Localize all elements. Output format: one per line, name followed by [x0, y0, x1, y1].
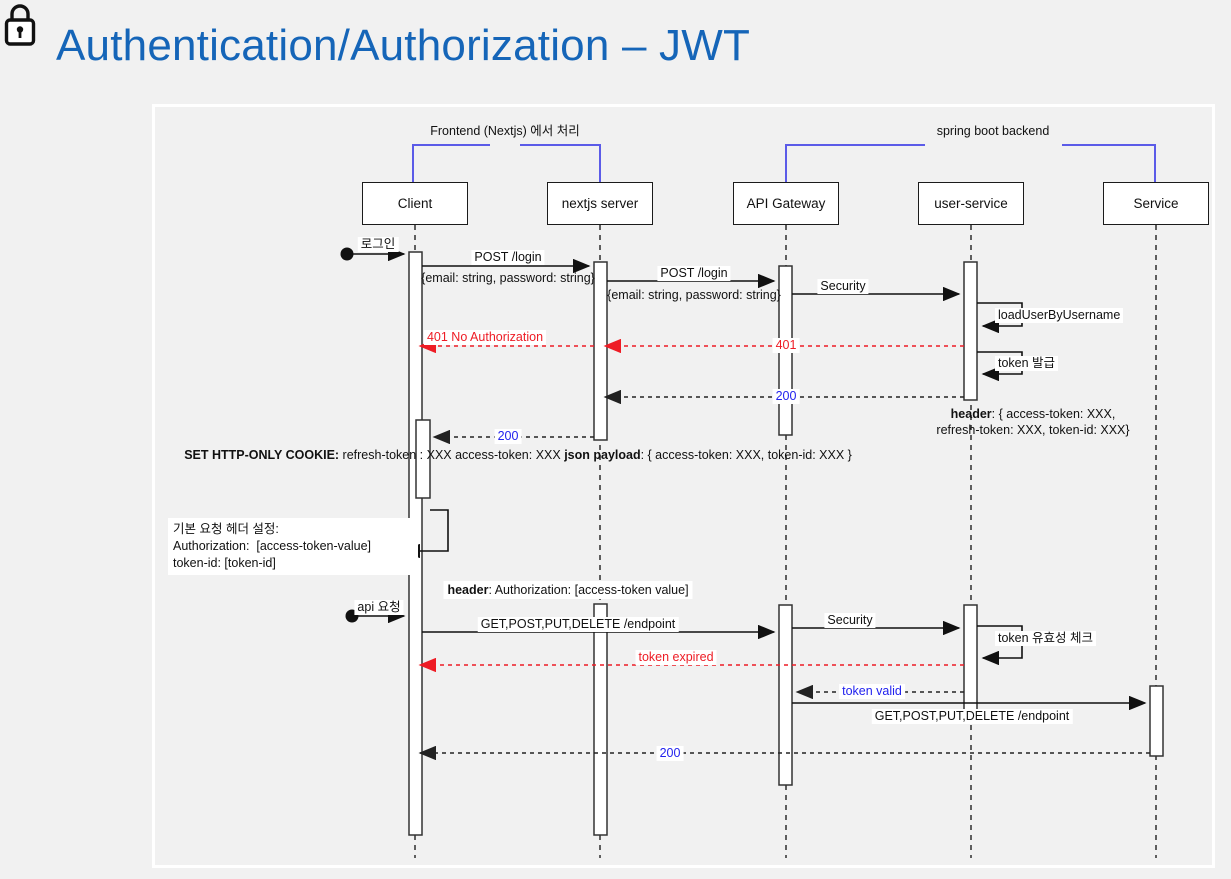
message-label-security-1: Security: [817, 279, 869, 294]
message-label-200-final: 200: [656, 746, 684, 761]
message-line-m11: [402, 509, 449, 559]
message-label-login: 로그인: [357, 237, 399, 252]
message-label-200-userservice: 200: [772, 389, 800, 404]
activation-client-nested: [415, 419, 431, 499]
activation-userservice-1: [963, 261, 978, 401]
message-label-endpoint-1: GET,POST,PUT,DELETE /endpoint: [477, 617, 679, 632]
message-label-endpoint-2: GET,POST,PUT,DELETE /endpoint: [871, 709, 1073, 724]
message-label-200-nextjs: 200: [494, 429, 522, 444]
message-label-token-expired: token expired: [635, 650, 717, 665]
message-label-post-login-1: POST /login: [471, 250, 545, 265]
message-label-token-validity-check: token 유효성 체크: [995, 631, 1097, 646]
message-annotation-auth-header: header: Authorization: [access-token val…: [443, 581, 693, 599]
participant-api-gateway[interactable]: API Gateway: [733, 182, 839, 225]
diagram-frame: [152, 104, 1215, 868]
activation-nextjs-2: [593, 603, 608, 836]
message-label-api-request: api 요청: [354, 600, 404, 615]
activation-userservice-2: [963, 604, 978, 713]
participant-user-service[interactable]: user-service: [918, 182, 1024, 225]
message-label-load-user-by-username: loadUserByUsername: [995, 308, 1124, 323]
lock-icon: [4, 4, 54, 72]
note-default-request-header: 기본 요청 헤더 설정: Authorization: [access-toke…: [168, 518, 418, 575]
message-label-401-no-authorization: 401 No Authorization: [423, 330, 547, 345]
message-annotation-credentials-1: {email: string, password: string}: [421, 271, 595, 285]
message-label-token-issue: token 발급: [995, 356, 1059, 371]
message-label-post-login-2: POST /login: [657, 266, 731, 281]
participant-client[interactable]: Client: [362, 182, 468, 225]
message-annotation-credentials-2: {email: string, password: string}: [607, 288, 781, 302]
page-header: Authentication/Authorization – JWT: [0, 0, 1231, 92]
activation-nextjs-1: [593, 261, 608, 441]
group-label-backend: spring boot backend: [936, 124, 1050, 138]
message-annotation-set-cookie: SET HTTP-ONLY COOKIE: refresh-token : XX…: [184, 448, 852, 462]
activation-service-1: [1149, 685, 1164, 757]
participant-nextjs-server[interactable]: nextjs server: [547, 182, 653, 225]
message-label-security-2: Security: [824, 613, 876, 628]
message-label-401: 401: [772, 338, 800, 353]
message-annotation-header-tokens: header: { access-token: XXX, refresh-tok…: [936, 407, 1130, 437]
group-label-frontend: Frontend (Nextjs) 에서 처리: [430, 124, 580, 138]
participant-service[interactable]: Service: [1103, 182, 1209, 225]
page-title: Authentication/Authorization – JWT: [56, 21, 751, 70]
message-label-token-valid: token valid: [839, 684, 905, 699]
activation-gateway-2: [778, 604, 793, 786]
